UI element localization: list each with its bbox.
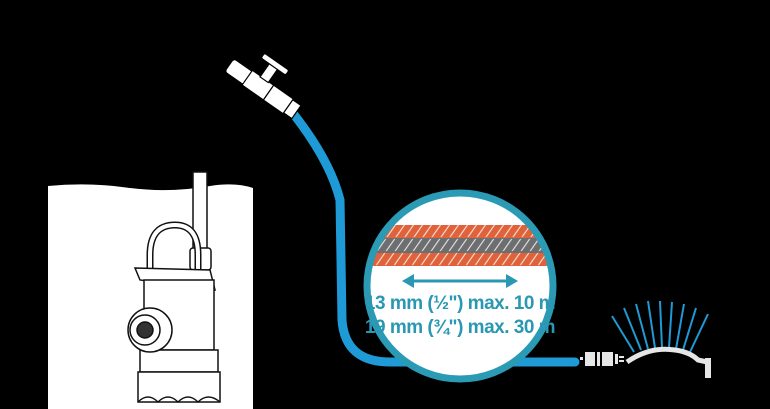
- spec-line-1: 13 mm (½") max. 10 m: [365, 293, 555, 314]
- water-tap: [225, 53, 302, 120]
- length-arrow-icon: [402, 274, 518, 288]
- submersible-pump: [127, 171, 221, 404]
- sprinkler: [580, 300, 711, 378]
- hose-detail-circle: 13 mm (½") max. 10 m 19 mm (¾") max. 30 …: [363, 189, 557, 383]
- spec-line-2: 19 mm (¾") max. 30 m: [365, 317, 555, 338]
- hose: [287, 107, 580, 367]
